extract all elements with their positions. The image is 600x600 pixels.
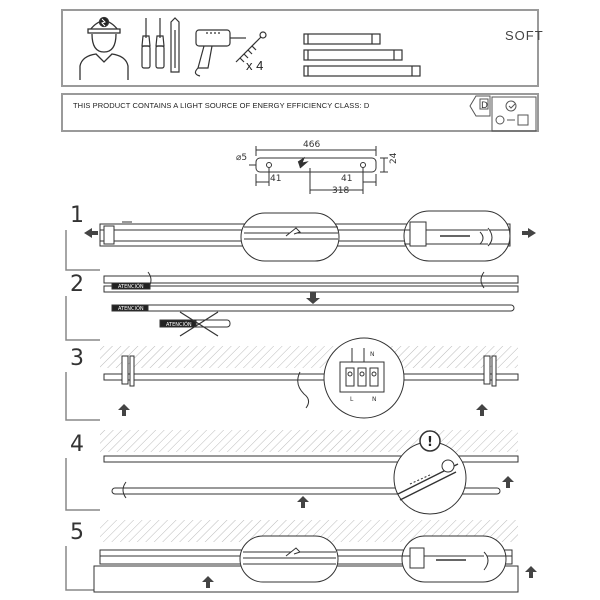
step3-up-arrows	[118, 404, 488, 416]
dimension-drawing: ⌀5 466 24 41 41 318	[236, 140, 399, 196]
step3-terminal-n-top: N	[370, 351, 375, 358]
total-length-label: 466	[303, 140, 320, 150]
step1-detail-bubble-center	[240, 212, 340, 262]
height-label: 24	[389, 152, 399, 164]
step2-down-arrow	[306, 292, 320, 304]
step5-ceiling	[100, 520, 518, 542]
installer-icon	[79, 16, 129, 80]
header-icons: D	[79, 16, 537, 132]
step5-detail-bubble-right	[401, 535, 507, 583]
step2-tube-label-c: ATENCIÓN	[166, 321, 192, 328]
energy-label-icon	[469, 95, 491, 117]
energy-notice-panel	[61, 93, 539, 132]
step1-detail-bubble-right	[403, 210, 511, 262]
step3-terminal-l: L	[350, 396, 354, 403]
screw-icon	[235, 31, 267, 63]
step4-ceiling	[100, 430, 518, 452]
step2-tube-label-b: ATENCIÓN	[118, 305, 144, 312]
step1-arrows	[84, 228, 536, 238]
gear-bulb-icon	[491, 96, 537, 132]
screw-count: x 4	[246, 58, 264, 73]
step5-detail-bubble-center	[239, 535, 339, 583]
brand-word: SOFT	[505, 28, 544, 43]
step4-detail-bubble	[393, 441, 467, 515]
step3-ceiling	[100, 346, 518, 368]
drill-icon	[194, 29, 246, 77]
step3-terminal-bubble	[323, 337, 405, 419]
step3-terminal-n: N	[372, 396, 377, 403]
step-number-5: 5	[70, 520, 84, 545]
step-number-4: 4	[70, 432, 84, 457]
step3-fixture	[103, 355, 519, 409]
hole-spacing-label: 318	[332, 186, 349, 196]
warning-icon	[419, 430, 441, 452]
tube-sizes-icon	[303, 33, 421, 77]
step-number-3: 3	[70, 346, 84, 371]
hole-diameter-label: ⌀5	[236, 153, 247, 163]
warning-mark: !	[427, 435, 433, 450]
left-offset-label: 41	[270, 174, 281, 184]
step5-up-arrows	[202, 566, 537, 588]
screwdriver-icons	[141, 17, 180, 73]
step4-up-arrows	[297, 476, 514, 508]
step-number-2: 2	[70, 272, 84, 297]
step2-tube-label-a: ATENCIÓN	[118, 283, 144, 290]
step2-tube-wrong	[159, 311, 231, 337]
energy-class-letter: D	[481, 101, 488, 111]
step2-fixture	[103, 271, 519, 293]
step2-tube-correct	[111, 282, 515, 312]
right-offset-label: 41	[341, 174, 352, 184]
tools-header-panel	[61, 9, 539, 87]
energy-notice-text: THIS PRODUCT CONTAINS A LIGHT SOURCE OF …	[73, 101, 370, 110]
step-number-1: 1	[70, 203, 84, 228]
